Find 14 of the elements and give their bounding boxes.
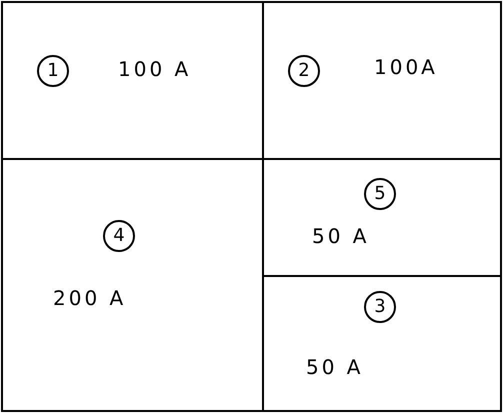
current-value: 200 A [53, 286, 126, 310]
current-value: 100A [374, 55, 438, 79]
circled-number: 4 [103, 220, 135, 252]
current-value: 50 A [306, 355, 364, 379]
room-area [262, 275, 502, 412]
circled-number: 1 [37, 55, 69, 87]
circled-number: 5 [364, 178, 396, 210]
current-value: 100 A [118, 57, 192, 81]
room-area [1, 1, 264, 160]
current-value: 50 A [312, 224, 370, 248]
room-area [262, 1, 502, 160]
circled-number: 2 [288, 55, 320, 87]
room-area [1, 158, 264, 412]
circled-number: 3 [364, 291, 396, 323]
